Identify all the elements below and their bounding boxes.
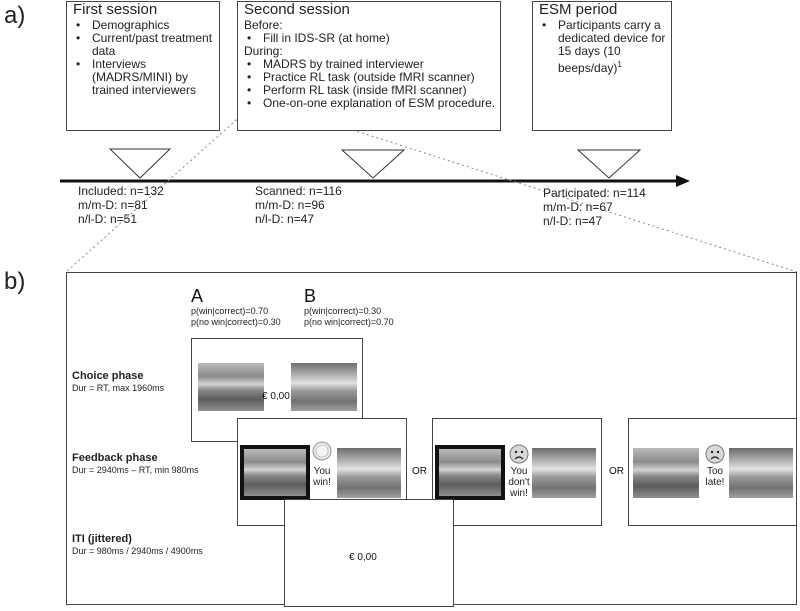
feedback-text-line: win!	[510, 488, 528, 499]
esm-period-bullet: Participants carry a dedicated device fo…	[539, 19, 667, 75]
landscape-image-a	[198, 363, 264, 411]
stat-line: m/m-D: n=67	[543, 200, 613, 214]
second-session-title: Second session	[244, 1, 350, 18]
landscape-image-selected	[435, 445, 505, 500]
stat-line: Participated: n=114	[543, 186, 646, 200]
before-label: Before:	[244, 18, 283, 32]
feedback-text: You don't win!	[506, 466, 532, 499]
landscape-image-a	[633, 448, 699, 498]
second-session-during-bullet: Perform RL task (inside fMRI scanner)	[244, 84, 496, 98]
first-session-arrow	[108, 148, 172, 179]
phase-duration: Dur = 2940ms – RT, min 980ms	[72, 465, 199, 475]
esm-period-title: ESM period	[539, 1, 618, 18]
phase-duration: Dur = 980ms / 2940ms / 4900ms	[72, 546, 203, 556]
choice-amount: € 0,00	[262, 391, 290, 402]
option-a-letter: A	[191, 286, 204, 306]
iti-screen: € 0,00	[284, 499, 454, 607]
coin-icon	[312, 441, 332, 461]
option-a-pwin: p(win|correct)=0.70	[191, 306, 269, 316]
stat-line: Included: n=132	[78, 184, 164, 198]
iti-amount: € 0,00	[349, 552, 377, 563]
feedback-text-line: You	[510, 466, 528, 477]
feedback-text-line: Too	[706, 466, 724, 477]
first-session-stats: Included: n=132 m/m-D: n=81 n/l-D: n=51	[78, 184, 164, 226]
stat-line: n/l-D: n=51	[78, 212, 138, 226]
second-session-before-bullet: Fill in IDS-SR (at home)	[244, 32, 496, 46]
feedback-phase-label: Feedback phase Dur = 2940ms – RT, min 98…	[72, 452, 199, 476]
first-session-bullet: Demographics	[73, 19, 215, 33]
first-session-bullet: Current/past treatment data	[73, 32, 215, 58]
feedback-text-line: You	[313, 466, 331, 477]
timeline-arrowhead	[676, 175, 690, 187]
option-b-pnowin: p(no win|correct)=0.70	[304, 317, 394, 327]
option-b: B p(win|correct)=0.30 p(no win|correct)=…	[304, 286, 394, 328]
sad-face-icon	[509, 444, 529, 464]
zoom-line-right	[261, 100, 798, 273]
landscape-image-unselected	[532, 448, 596, 498]
second-session-during-bullet: MADRS by trained interviewer	[244, 58, 496, 72]
esm-period-stats: Participated: n=114 m/m-D: n=67 n/l-D: n…	[543, 186, 646, 228]
second-session-during-bullet: One-on-one explanation of ESM procedure.	[244, 97, 496, 111]
landscape-image-selected	[240, 445, 310, 500]
footnote-marker: 1	[617, 60, 622, 69]
phase-title: ITI (jittered)	[72, 533, 132, 545]
second-session-stats: Scanned: n=116 m/m-D: n=96 n/l-D: n=47	[255, 184, 342, 226]
stat-line: m/m-D: n=96	[255, 198, 325, 212]
landscape-image-unselected	[337, 448, 401, 498]
esm-period-bullet-text: Participants carry a dedicated device fo…	[558, 18, 666, 75]
during-label: During:	[244, 44, 283, 58]
panel-b-label: b)	[4, 268, 26, 295]
choice-phase-label: Choice phase Dur = RT, max 1960ms	[72, 370, 164, 394]
stat-line: n/l-D: n=47	[543, 214, 603, 228]
landscape-image-b	[729, 448, 793, 498]
feedback-screen-too-late: Too late!	[628, 418, 797, 526]
or-label: OR	[609, 466, 624, 477]
second-session-box: Second session Before: Fill in IDS-SR (a…	[237, 1, 501, 131]
feedback-screen-nowin: You don't win!	[432, 418, 602, 526]
phase-duration: Dur = RT, max 1960ms	[72, 383, 165, 393]
stat-line: m/m-D: n=81	[78, 198, 148, 212]
stat-line: n/l-D: n=47	[255, 212, 315, 226]
feedback-text-line: don't	[508, 477, 530, 488]
phase-title: Feedback phase	[72, 452, 158, 464]
first-session-title: First session	[73, 1, 158, 18]
sad-face-icon	[705, 444, 725, 464]
feedback-text: Too late!	[702, 466, 728, 488]
phase-title: Choice phase	[72, 370, 144, 382]
stat-line: Scanned: n=116	[255, 184, 342, 198]
esm-period-box: ESM period Participants carry a dedicate…	[532, 1, 672, 131]
option-a-pnowin: p(no win|correct)=0.30	[191, 317, 281, 327]
first-session-box: First session Demographics Current/past …	[66, 1, 220, 131]
feedback-text-line: late!	[705, 477, 725, 488]
landscape-image-b	[291, 363, 357, 411]
iti-phase-label: ITI (jittered) Dur = 980ms / 2940ms / 49…	[72, 533, 203, 557]
second-session-during-bullet: Practice RL task (outside fMRI scanner)	[244, 71, 496, 85]
panel-a-label: a)	[4, 2, 26, 29]
feedback-text-line: win!	[313, 477, 331, 488]
second-session-arrow	[340, 149, 406, 179]
or-label: OR	[412, 466, 427, 477]
esm-period-arrow	[576, 149, 642, 179]
feedback-text: You win!	[311, 466, 333, 488]
option-b-pwin: p(win|correct)=0.30	[304, 306, 382, 316]
first-session-bullet: Interviews (MADRS/MINI) by trained inter…	[73, 58, 215, 97]
option-a: A p(win|correct)=0.70 p(no win|correct)=…	[191, 286, 281, 328]
option-b-letter: B	[304, 286, 317, 306]
